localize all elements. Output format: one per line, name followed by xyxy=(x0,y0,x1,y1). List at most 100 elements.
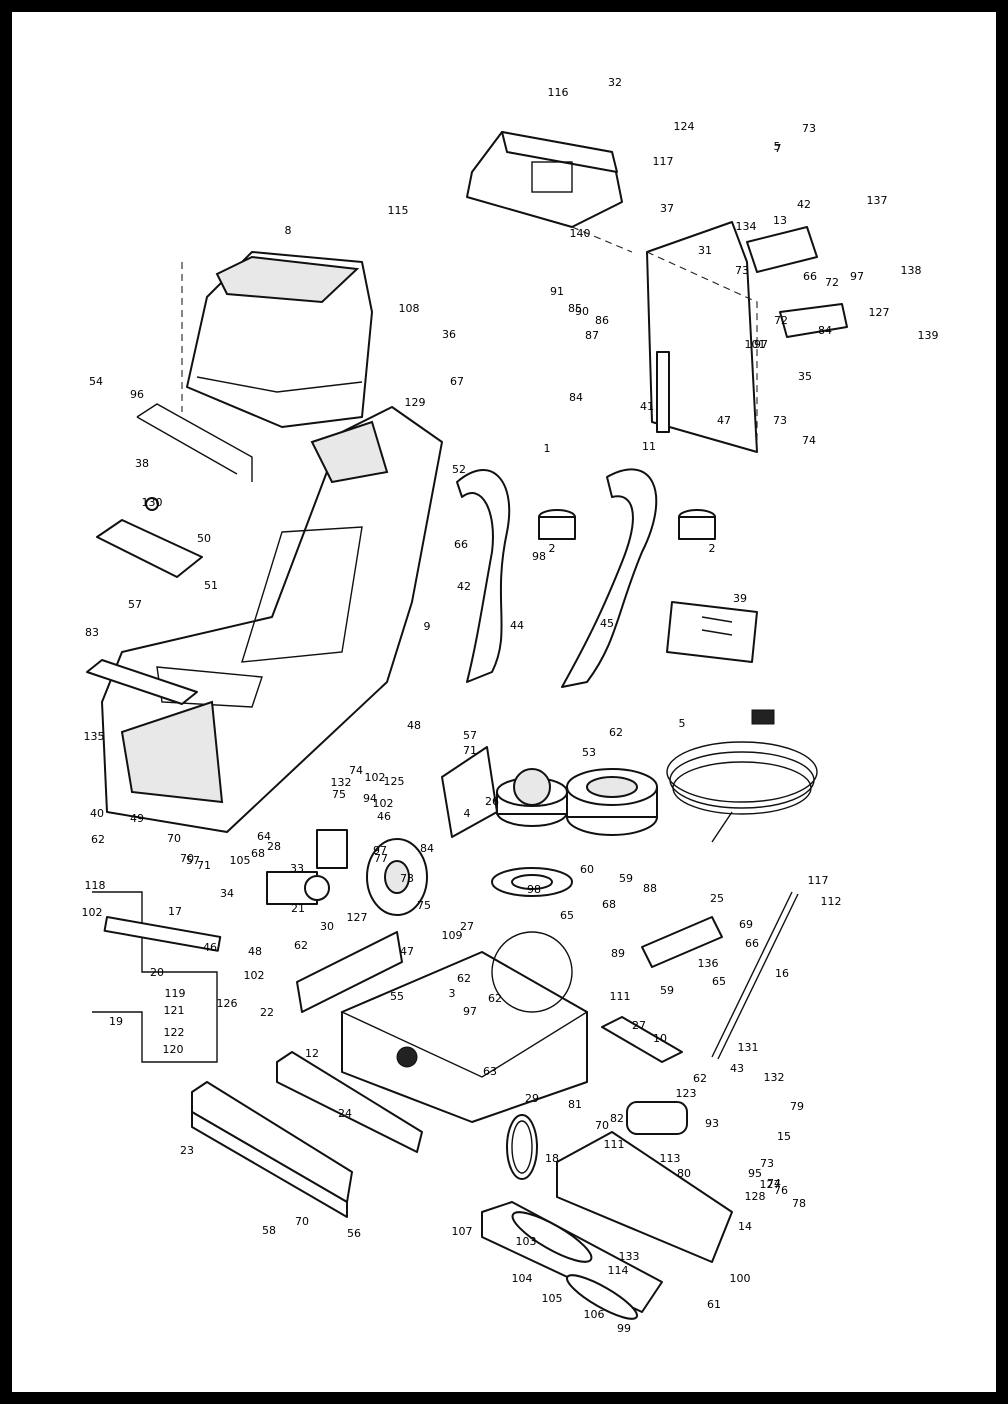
part-callout-131: 131 xyxy=(738,1041,759,1054)
part-callout-33: 33 xyxy=(290,862,304,875)
part-callout-47: 47 xyxy=(717,414,731,427)
part-callout-81: 81 xyxy=(568,1098,582,1111)
part-callout-116: 116 xyxy=(548,86,569,99)
part-callout-111: 111 xyxy=(610,990,631,1003)
part-callout-102: 102 xyxy=(82,906,103,919)
part-callout-103: 103 xyxy=(516,1235,537,1248)
part-callout-55: 55 xyxy=(390,990,404,1003)
part-callout-72: 72 xyxy=(825,276,839,289)
part-callout-111: 111 xyxy=(604,1138,625,1151)
part-callout-127: 127 xyxy=(347,911,368,924)
part-callout-97: 97 xyxy=(463,1005,477,1018)
part-callout-43: 43 xyxy=(730,1062,744,1075)
chassis-base-12 xyxy=(340,931,589,1123)
part-callout-66: 66 xyxy=(803,270,817,283)
part-callout-31: 31 xyxy=(698,244,712,257)
part-callout-84: 84 xyxy=(420,842,434,855)
part-callout-66: 66 xyxy=(745,937,759,950)
part-callout-89: 89 xyxy=(611,947,625,960)
part-callout-71: 71 xyxy=(197,859,211,872)
part-callout-97: 97 xyxy=(754,338,768,351)
part-callout-2: 2 xyxy=(549,542,556,555)
part-callout-69: 69 xyxy=(739,918,753,931)
part-callout-11: 11 xyxy=(642,440,656,453)
part-callout-102: 102 xyxy=(373,797,394,810)
part-callout-73: 73 xyxy=(735,264,749,277)
part-callout-51: 51 xyxy=(204,579,218,592)
part-callout-23: 23 xyxy=(180,1144,194,1157)
part-callout-93: 93 xyxy=(705,1117,719,1130)
bracket-25 xyxy=(641,916,723,968)
front-panel-23 xyxy=(191,1081,353,1218)
part-callout-134: 134 xyxy=(736,220,757,233)
part-callout-120: 120 xyxy=(163,1043,184,1056)
part-callout-4: 4 xyxy=(464,807,471,820)
handle-bracket-38 xyxy=(136,403,253,482)
part-callout-58: 58 xyxy=(262,1224,276,1237)
part-callout-140: 140 xyxy=(570,227,591,240)
hose-44 xyxy=(456,469,511,683)
part-callout-17: 17 xyxy=(168,905,182,918)
main-housing-body xyxy=(101,406,443,833)
part-callout-121: 121 xyxy=(164,1004,185,1017)
rear-panel-39 xyxy=(666,601,758,663)
part-callout-91: 91 xyxy=(550,285,564,298)
part-callout-41: 41 xyxy=(640,400,654,413)
part-callout-75: 75 xyxy=(332,788,346,801)
part-callout-113: 113 xyxy=(660,1152,681,1165)
cover-plate-50 xyxy=(96,497,203,578)
part-callout-79: 79 xyxy=(790,1100,804,1113)
part-callout-61: 61 xyxy=(707,1298,721,1311)
part-callout-137: 137 xyxy=(867,194,888,207)
part-callout-73: 73 xyxy=(802,122,816,135)
part-callout-25: 25 xyxy=(710,892,724,905)
part-callout-67: 67 xyxy=(450,375,464,388)
part-callout-84: 84 xyxy=(818,324,832,337)
part-callout-74: 74 xyxy=(767,1177,781,1190)
part-callout-28: 28 xyxy=(267,840,281,853)
side-rail-24 xyxy=(276,1051,423,1153)
part-callout-29: 29 xyxy=(525,1092,539,1105)
part-callout-46: 46 xyxy=(377,810,391,823)
part-callout-52: 52 xyxy=(452,463,466,476)
part-callout-26: 26 xyxy=(485,795,499,808)
part-callout-126: 126 xyxy=(217,997,238,1010)
brush-housing-14 xyxy=(481,1131,733,1320)
part-callout-40: 40 xyxy=(90,807,104,820)
part-callout-62: 62 xyxy=(693,1072,707,1085)
part-callout-3: 3 xyxy=(449,987,456,1000)
hopper-lid-assembly xyxy=(466,131,633,253)
part-callout-94: 94 xyxy=(363,792,377,805)
part-callout-135: 135 xyxy=(84,730,105,743)
part-callout-7: 7 xyxy=(775,142,782,155)
part-callout-46: 46 xyxy=(203,941,217,954)
part-callout-65: 65 xyxy=(712,975,726,988)
power-cord-5 xyxy=(666,709,818,843)
part-callout-82: 82 xyxy=(610,1112,624,1125)
part-callout-133: 133 xyxy=(619,1250,640,1263)
part-callout-50: 50 xyxy=(197,532,211,545)
part-callout-118: 118 xyxy=(85,879,106,892)
part-callout-115: 115 xyxy=(388,204,409,217)
part-callout-104: 104 xyxy=(512,1272,533,1285)
part-callout-117: 117 xyxy=(653,155,674,168)
part-callout-39: 39 xyxy=(733,592,747,605)
part-callout-74: 74 xyxy=(802,434,816,447)
part-callout-102: 102 xyxy=(244,969,265,982)
part-callout-107: 107 xyxy=(452,1225,473,1238)
part-callout-32: 32 xyxy=(608,76,622,89)
part-callout-90: 90 xyxy=(575,305,589,318)
part-callout-127: 127 xyxy=(869,306,890,319)
part-callout-5: 5 xyxy=(679,717,686,730)
part-callout-68: 68 xyxy=(251,847,265,860)
part-callout-45: 45 xyxy=(600,617,614,630)
part-callout-74: 74 xyxy=(349,764,363,777)
part-callout-138: 138 xyxy=(901,264,922,277)
part-callout-44: 44 xyxy=(510,619,524,632)
part-callout-139: 139 xyxy=(918,329,939,342)
part-callout-98: 98 xyxy=(532,550,546,563)
part-callout-102: 102 xyxy=(365,771,386,784)
part-callout-71: 71 xyxy=(463,744,477,757)
part-callout-72: 72 xyxy=(774,314,788,327)
solenoid-28 xyxy=(316,829,348,869)
